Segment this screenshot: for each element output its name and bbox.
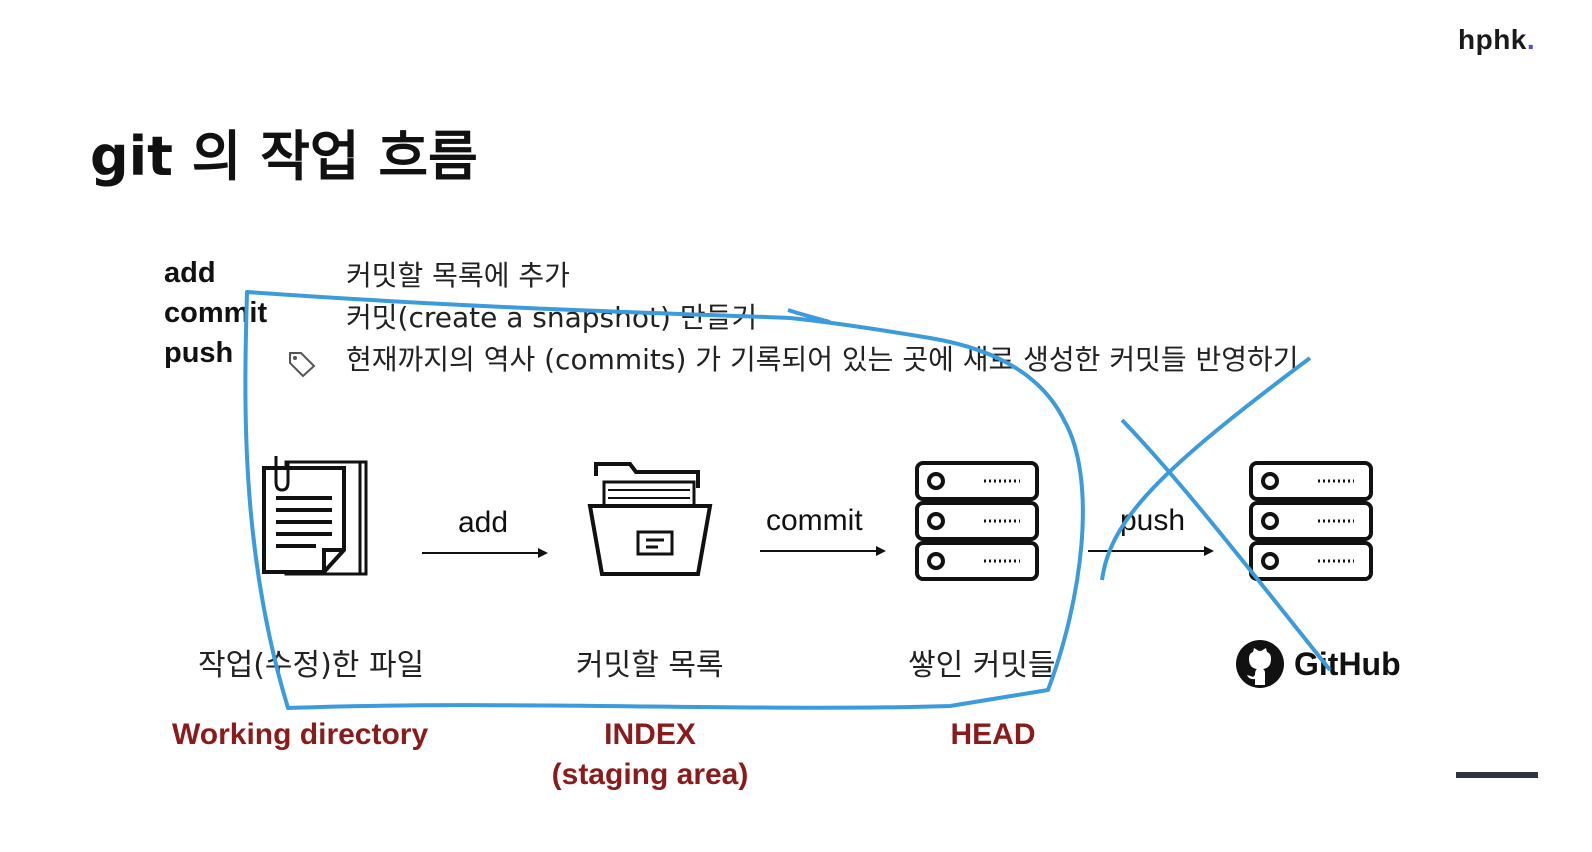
arrow-push-label: push <box>1120 504 1186 537</box>
caption-working-file: 작업(수정)한 파일 <box>198 648 425 683</box>
command-commit-desc: 커밋(create a snapshot) 만들기 <box>346 301 758 334</box>
area-working-directory: Working directory <box>172 718 429 751</box>
annotation-tail <box>787 308 831 324</box>
area-head: HEAD <box>950 718 1036 751</box>
area-index: INDEX <box>604 718 696 751</box>
arrow-add-label: add <box>458 506 509 539</box>
annotation-loop <box>243 290 1085 710</box>
command-push-desc: 현재까지의 역사 (commits) 가 기록되어 있는 곳에 새로 생성한 커… <box>346 343 1299 376</box>
annotation-cross-a <box>1100 356 1312 581</box>
command-commit: commit <box>164 297 268 329</box>
server-icon <box>915 461 1039 581</box>
annotation-cross-b <box>1120 418 1332 672</box>
area-staging: (staging area) <box>551 758 749 791</box>
caption-commit-list: 커밋할 목록 <box>576 648 724 683</box>
remote-server-icon <box>1249 461 1373 581</box>
caption-stacked-commits: 쌓인 커밋들 <box>908 648 1056 683</box>
folder-icon <box>587 462 713 576</box>
arrow-commit <box>760 546 886 556</box>
command-add: add <box>164 257 216 289</box>
tag-icon <box>289 352 316 378</box>
slide-accent-bar <box>1456 772 1538 778</box>
page-title: git 의 작업 흐름 <box>90 125 478 188</box>
arrow-commit-label: commit <box>766 504 863 537</box>
github-label: GitHub <box>1294 646 1401 682</box>
arrow-add <box>422 548 548 558</box>
document-icon <box>262 456 368 576</box>
command-push: push <box>164 337 234 369</box>
github-icon <box>1236 640 1284 688</box>
brand-logo: hphk. <box>1458 24 1536 55</box>
command-add-desc: 커밋할 목록에 추가 <box>346 259 570 292</box>
arrow-push <box>1088 546 1214 556</box>
